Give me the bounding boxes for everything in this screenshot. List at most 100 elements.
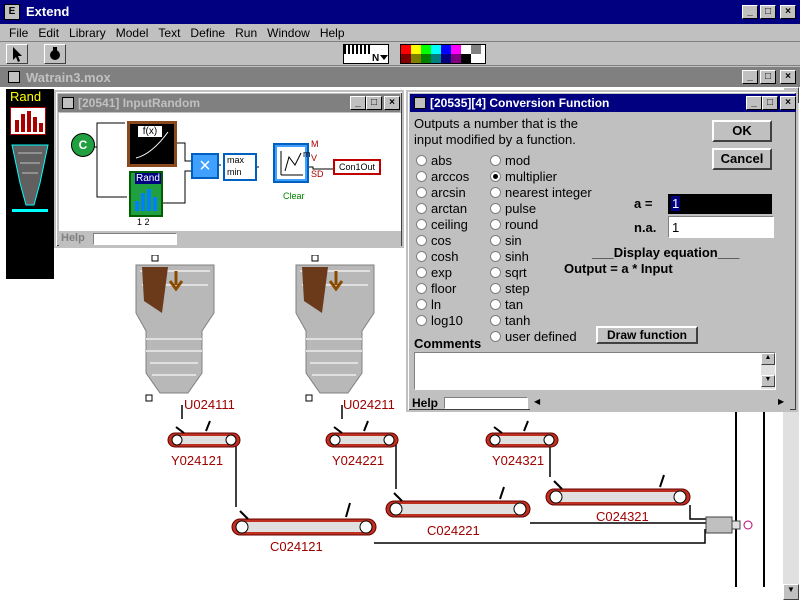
window-icon[interactable]	[414, 97, 426, 109]
conversion-close-button[interactable]: ×	[780, 96, 796, 110]
conversion-maximize-button[interactable]: □	[762, 96, 778, 110]
function-option-floor[interactable]: floor	[416, 280, 456, 296]
function-option-sqrt[interactable]: sqrt	[490, 264, 527, 280]
conveyor-y1[interactable]	[167, 420, 241, 448]
multiply-block[interactable]: ×	[191, 153, 219, 179]
pointer-tool-button[interactable]	[6, 44, 28, 64]
function-option-multiplier[interactable]: multiplier	[490, 168, 557, 184]
palette-color-swatch[interactable]	[451, 45, 461, 54]
palette-color-swatch[interactable]	[421, 45, 431, 54]
comments-textarea[interactable]: ▲ ▼	[414, 352, 776, 390]
menu-model[interactable]: Model	[115, 26, 149, 40]
menu-file[interactable]: File	[9, 26, 29, 40]
palette-color-swatch[interactable]	[411, 45, 421, 54]
conveyor-y2[interactable]	[325, 420, 399, 448]
palette-color-swatch[interactable]	[431, 54, 441, 63]
plotter-block[interactable]	[273, 143, 309, 183]
palette-color-swatch[interactable]	[431, 45, 441, 54]
radio-button[interactable]	[416, 282, 427, 294]
function-option-step[interactable]: step	[490, 280, 530, 296]
cancel-button[interactable]: Cancel	[712, 148, 772, 170]
app-icon[interactable]: E	[4, 4, 20, 20]
app-minimize-button[interactable]: _	[742, 5, 758, 19]
palette-color-swatch[interactable]	[461, 45, 471, 54]
scroll-down-button[interactable]: ▼	[783, 584, 799, 600]
conversion-help-button[interactable]: Help	[412, 396, 439, 410]
palette-color-swatch[interactable]	[401, 45, 411, 54]
radio-button[interactable]	[416, 314, 427, 326]
hopper-1[interactable]	[132, 255, 222, 405]
pattern-dropdown-icon[interactable]	[380, 55, 388, 60]
function-option-pulse[interactable]: pulse	[490, 200, 536, 216]
radio-button[interactable]	[490, 154, 501, 166]
app-maximize-button[interactable]: □	[760, 5, 776, 19]
radio-button[interactable]	[416, 266, 427, 278]
function-option-user-defined[interactable]: user defined	[490, 328, 577, 344]
function-option-abs[interactable]: abs	[416, 152, 452, 168]
function-option-mod[interactable]: mod	[490, 152, 530, 168]
menu-edit[interactable]: Edit	[38, 26, 60, 40]
radio-button[interactable]	[490, 330, 501, 342]
model-maximize-button[interactable]: □	[760, 70, 776, 84]
model-minimize-button[interactable]: _	[742, 70, 758, 84]
radio-button[interactable]	[416, 154, 427, 166]
radio-button[interactable]	[416, 170, 427, 182]
radio-button[interactable]	[490, 250, 501, 262]
radio-button[interactable]	[490, 266, 501, 278]
hopper-2[interactable]	[292, 255, 382, 405]
ok-button[interactable]: OK	[712, 120, 772, 142]
window-icon[interactable]	[62, 97, 74, 109]
radio-button[interactable]	[490, 234, 501, 246]
scroll-right-icon[interactable]: ▶	[778, 397, 785, 406]
hopper-block-icon[interactable]	[10, 143, 50, 215]
input-random-close-button[interactable]: ×	[384, 96, 400, 110]
menu-run[interactable]: Run	[235, 26, 258, 40]
radio-button[interactable]	[490, 314, 501, 326]
input-random-minimize-button[interactable]: _	[350, 96, 366, 110]
function-option-arccos[interactable]: arccos	[416, 168, 469, 184]
palette-color-swatch[interactable]	[451, 54, 461, 63]
radio-button[interactable]	[490, 170, 501, 182]
conveyor-c1[interactable]	[231, 502, 377, 536]
radio-button[interactable]	[416, 186, 427, 198]
function-option-ceiling[interactable]: ceiling	[416, 216, 468, 232]
palette-color-swatch[interactable]	[401, 54, 411, 63]
radio-button[interactable]	[490, 282, 501, 294]
na-input[interactable]: 1	[668, 216, 774, 238]
draw-function-button[interactable]: Draw function	[596, 326, 698, 344]
constant-block[interactable]: C	[71, 133, 95, 157]
radio-button[interactable]	[490, 218, 501, 230]
menu-window[interactable]: Window	[267, 26, 310, 40]
function-block[interactable]: f(x)	[127, 121, 177, 167]
function-option-sinh[interactable]: sinh	[490, 248, 529, 264]
conveyor-c3[interactable]	[545, 474, 691, 506]
palette-color-swatch[interactable]	[461, 54, 471, 63]
function-option-exp[interactable]: exp	[416, 264, 452, 280]
function-option-cosh[interactable]: cosh	[416, 248, 458, 264]
palette-color-swatch[interactable]	[441, 54, 451, 63]
merge-block[interactable]	[705, 516, 753, 534]
con-out-block[interactable]: Con1Out	[333, 159, 381, 175]
palette-color-swatch[interactable]	[421, 54, 431, 63]
conveyor-c2[interactable]	[385, 486, 531, 518]
model-close-button[interactable]: ×	[780, 70, 796, 84]
app-close-button[interactable]: ×	[780, 5, 796, 19]
function-option-log10[interactable]: log10	[416, 312, 463, 328]
function-option-arcsin[interactable]: arcsin	[416, 184, 466, 200]
a-input[interactable]: 1	[668, 194, 772, 214]
conversion-minimize-button[interactable]: _	[746, 96, 762, 110]
conveyor-y3[interactable]	[485, 420, 559, 448]
menu-text[interactable]: Text	[158, 26, 181, 40]
maxmin-block[interactable]: max min	[223, 153, 257, 181]
function-option-nearest-integer[interactable]: nearest integer	[490, 184, 592, 200]
palette-color-swatch[interactable]	[471, 45, 481, 54]
radio-button[interactable]	[490, 298, 501, 310]
palette-color-swatch[interactable]	[441, 45, 451, 54]
histogram-block-icon[interactable]	[10, 107, 46, 135]
radio-button[interactable]	[416, 202, 427, 214]
input-random-maximize-button[interactable]: □	[366, 96, 382, 110]
radio-button[interactable]	[490, 186, 501, 198]
radio-button[interactable]	[490, 202, 501, 214]
scroll-left-icon[interactable]: ◀	[534, 397, 541, 406]
rand-block[interactable]: Rand	[129, 171, 163, 217]
